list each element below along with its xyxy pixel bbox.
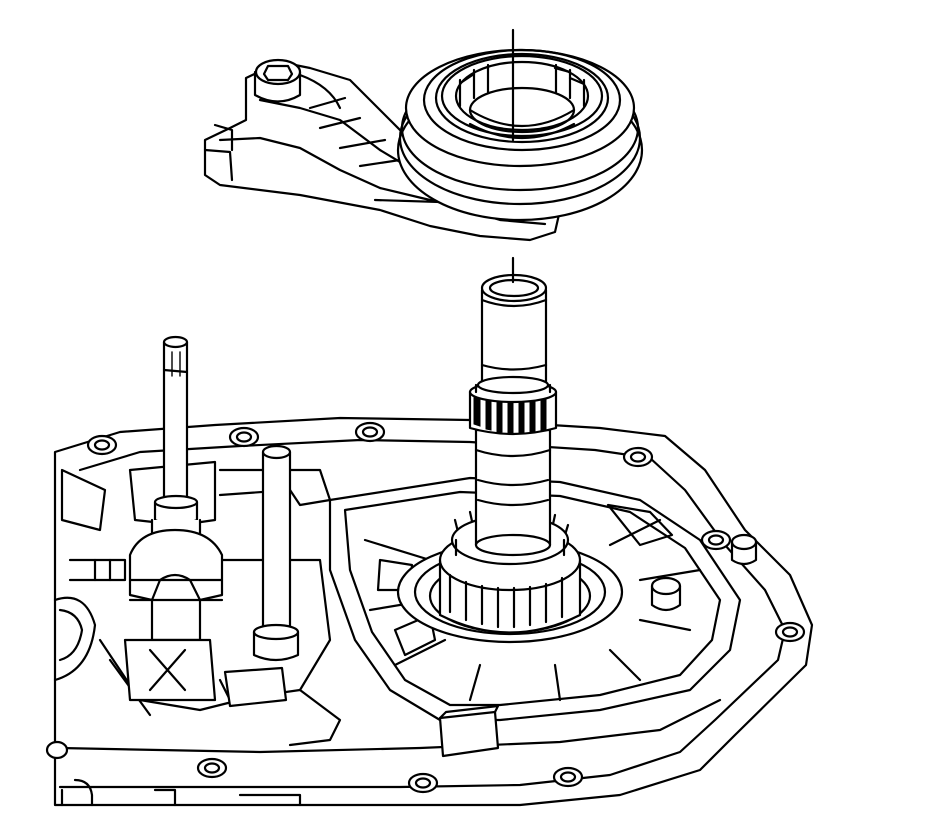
bolt-boss: [45, 421, 806, 794]
case-web-inner: [343, 490, 722, 707]
fork-ribs: [308, 96, 402, 168]
input-shaft: [468, 256, 558, 557]
shift-rail: [123, 335, 300, 702]
release-bearing-assembly: [203, 28, 644, 242]
case-left-bore: [53, 596, 97, 682]
sleeve-splines: [458, 63, 586, 108]
case-left-tab: [223, 666, 288, 708]
gear-teeth: [448, 573, 564, 629]
shift-fork: [128, 528, 224, 602]
case-corner-detail: [60, 778, 94, 807]
case-left-pocket: [60, 468, 107, 532]
case-ribs: [363, 518, 702, 702]
case-web-frame: [328, 476, 742, 722]
case-left-tube: [68, 558, 127, 582]
case-left-bore-inner: [58, 608, 84, 662]
dowel-pin: [650, 533, 758, 612]
case-mounting-tab: [438, 710, 500, 758]
